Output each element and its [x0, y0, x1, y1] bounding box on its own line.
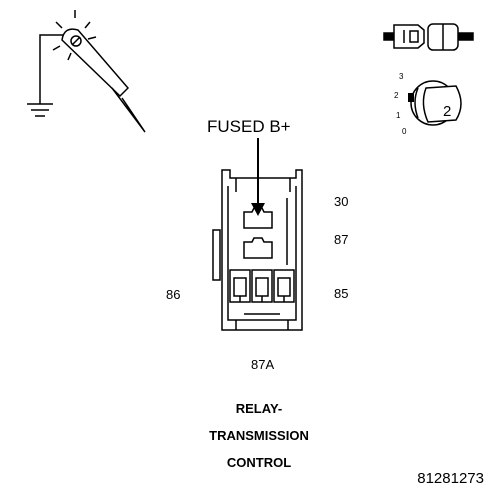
key-position-3: 3 [399, 72, 404, 81]
terminal-30-cavity [243, 207, 273, 229]
figure-number: 81281273 [417, 470, 484, 487]
fused-b-plus-label: FUSED B+ [207, 117, 291, 136]
ignition-switch-icon: 3 2 1 0 2 [394, 72, 462, 136]
terminal-87a-cavity [251, 269, 273, 303]
caption-line-3: CONTROL [227, 455, 291, 470]
caption-line-1: RELAY- [236, 401, 282, 416]
caption-line-2: TRANSMISSION [209, 428, 309, 443]
relay-body [212, 169, 303, 331]
key-position-1: 1 [396, 111, 401, 120]
pin-label-86: 86 [166, 287, 180, 302]
test-light-probe-icon [27, 10, 146, 133]
terminal-86-cavity [229, 269, 251, 303]
pin-label-87: 87 [334, 232, 348, 247]
pin-label-30: 30 [334, 194, 348, 209]
terminal-87-cavity [243, 237, 273, 259]
key-selected-position: 2 [443, 103, 451, 120]
callout-arrow [251, 138, 265, 216]
key-position-0: 0 [402, 127, 407, 136]
connector-icon [383, 23, 474, 51]
pin-label-85: 85 [334, 286, 348, 301]
key-position-2: 2 [394, 91, 399, 100]
pin-label-87a: 87A [251, 357, 274, 372]
terminal-85-cavity [273, 269, 295, 303]
